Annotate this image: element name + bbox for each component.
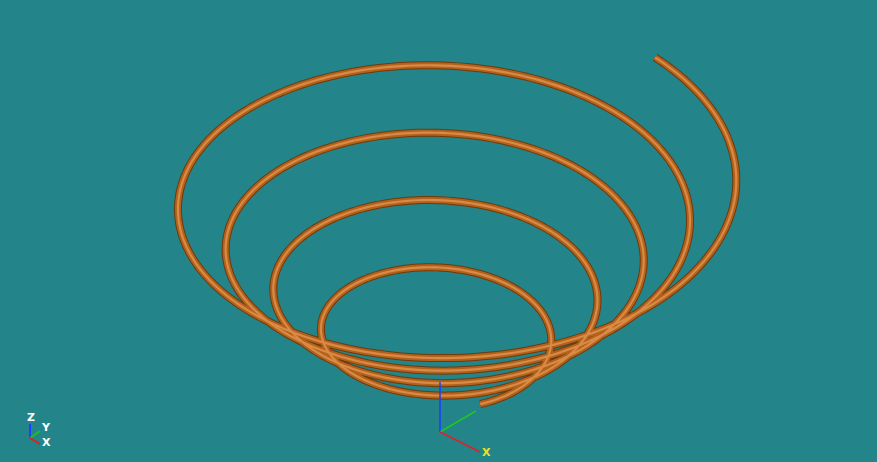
axis-label: X [482, 447, 490, 459]
tube-layer [178, 57, 736, 404]
origin-axes [440, 382, 480, 452]
conical-spiral-tube [178, 57, 736, 404]
axis-label: Y [42, 422, 50, 434]
tube-layer [178, 57, 736, 404]
corner-triad [30, 424, 40, 444]
axis-label: Z [27, 412, 35, 424]
axis-label: X [42, 437, 50, 449]
tube-layer [178, 57, 736, 404]
